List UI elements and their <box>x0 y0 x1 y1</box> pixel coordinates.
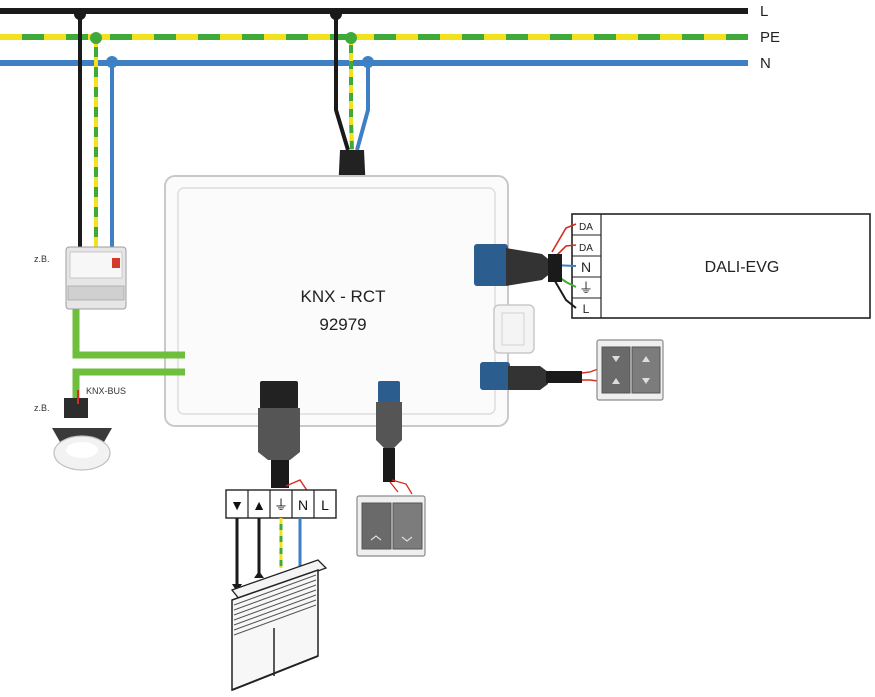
mains-buses: L PE N <box>0 3 780 72</box>
ballast-body <box>571 213 871 319</box>
dali-ballast: DA DA N ⏚ L DALI-EVG <box>571 213 871 319</box>
rct-pe-junction <box>345 32 357 44</box>
down-arrow-icon-2 <box>642 378 650 384</box>
blind-sill <box>231 655 319 691</box>
up-chevron-icon <box>370 535 382 541</box>
sensor-head <box>64 398 88 418</box>
knx-bus-label: KNX-BUS <box>86 386 126 396</box>
neutral-label: N <box>760 55 771 72</box>
ballast-terminal-da-1: DA <box>579 222 593 233</box>
example-label-psu: z.B. <box>34 254 50 264</box>
dali-plug-cable <box>548 254 562 282</box>
bottom-switch-rocker-left <box>361 502 392 550</box>
blind-plug-body <box>258 408 300 460</box>
rct-name: KNX - RCT <box>301 287 386 306</box>
dali-wire-red-1 <box>551 223 577 253</box>
blind-plug-cable <box>271 460 289 488</box>
knx-bus-line-upper <box>72 309 185 359</box>
psu-pe-junction <box>90 32 102 44</box>
ballast-terminal-l: L <box>583 302 590 316</box>
blind-arrow-up <box>254 571 264 578</box>
knx-bus: KNX-BUS <box>72 309 185 398</box>
rct-line-drop <box>334 11 350 151</box>
dali-connector <box>474 223 577 309</box>
blind-box <box>230 559 328 601</box>
rct-line-junction <box>330 8 342 20</box>
right-switch-cable <box>546 371 582 383</box>
blind-slats <box>233 574 317 636</box>
rct-pe-drop-yellow <box>349 37 354 151</box>
roller-blind <box>230 559 328 692</box>
up-arrow-icon <box>612 378 620 384</box>
terminal-down: ▼ <box>230 497 244 513</box>
dali-plug-blue <box>474 244 508 286</box>
ballast-terminal-n: N <box>581 259 591 275</box>
right-switch-plug-blue <box>480 362 510 390</box>
rct-side-tab <box>493 304 535 354</box>
terminal-pe: ⏚ <box>274 497 288 513</box>
terminal-n: N <box>298 497 308 513</box>
blind-terminal-block: ▼ ▲ ⏚ N L <box>225 489 337 519</box>
psu-drops <box>74 8 118 248</box>
psu-neutral-junction <box>106 56 118 68</box>
presence-detector: z.B. <box>34 390 112 471</box>
ballast-terminal-da-2: DA <box>579 243 593 254</box>
right-switch <box>480 339 664 401</box>
rct-side-tab-inner <box>501 312 525 346</box>
bottom-switch-rocker-right <box>392 502 423 550</box>
bottom-switch-plug-body <box>376 402 402 448</box>
sensor-lens-highlight <box>66 442 98 458</box>
terminal-block-frame <box>225 489 337 519</box>
bottom-switch <box>356 381 426 557</box>
rct-outer-frame <box>164 175 509 427</box>
knx-bus-line-lower <box>72 368 185 398</box>
rct-number: 92979 <box>319 315 366 334</box>
bottom-switch-cable <box>383 448 395 482</box>
ballast-terminal-pe: ⏚ <box>579 280 593 296</box>
example-label-sensor: z.B. <box>34 403 50 413</box>
rct-drops <box>330 8 374 206</box>
psu-line-junction <box>74 8 86 20</box>
down-chevron-icon <box>401 536 413 542</box>
ballast-name: DALI-EVG <box>705 259 780 276</box>
blind-connector <box>258 381 309 493</box>
terminal-up: ▲ <box>252 497 266 513</box>
right-switch-plug-body <box>508 366 548 390</box>
bottom-switch-plug-top <box>378 381 400 403</box>
blind-plug-top <box>260 381 298 409</box>
dali-plug-body <box>506 248 552 286</box>
rct-neutral-drop <box>355 63 370 151</box>
rct-housing: KNX - RCT 92979 <box>164 175 535 427</box>
rct-neutral-junction <box>362 56 374 68</box>
terminal-l: L <box>321 497 329 513</box>
pe-label: PE <box>760 29 780 46</box>
dali-wire-black <box>551 275 577 309</box>
knx-power-supply: z.B. <box>34 246 127 310</box>
psu-red-terminal <box>112 258 120 268</box>
blind-wire-red <box>285 479 309 493</box>
rct-inner-frame <box>177 187 496 415</box>
line-label: L <box>760 3 768 20</box>
psu-rail <box>67 285 125 301</box>
down-arrow-icon <box>612 356 620 362</box>
right-switch-rocker-left <box>601 346 631 394</box>
up-arrow-icon-2 <box>642 356 650 362</box>
bottom-switch-wires <box>389 479 413 495</box>
blind-wires <box>232 518 302 592</box>
right-switch-rocker-right <box>631 346 661 394</box>
